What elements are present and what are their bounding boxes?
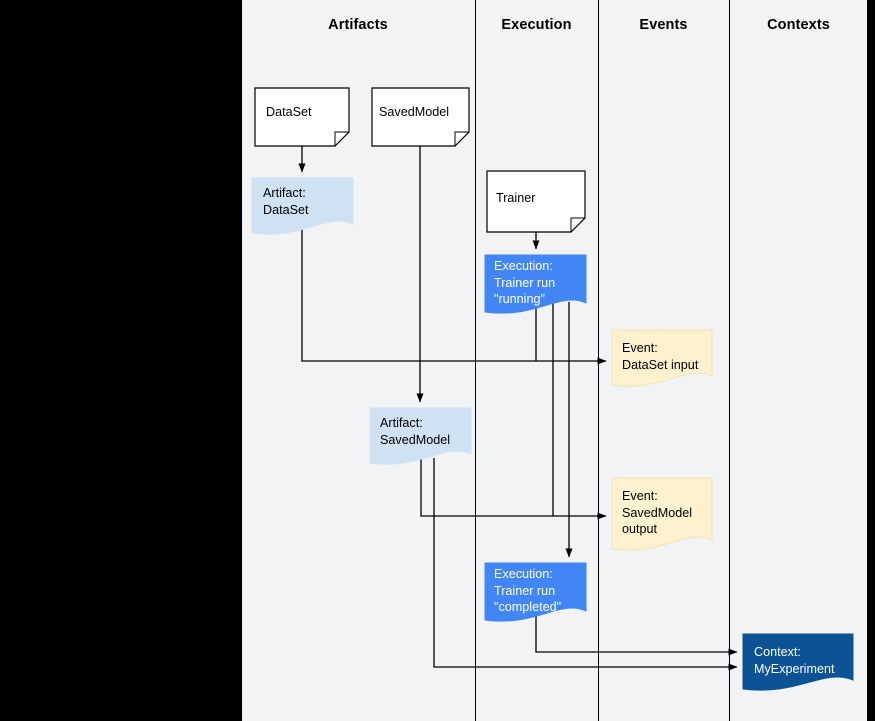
lane-header-contexts: Contexts <box>767 17 830 33</box>
lane-header-events: Events <box>639 17 688 33</box>
swimlane-canvas <box>241 0 868 721</box>
lane-header-execution: Execution <box>501 17 572 33</box>
lane-divider-execution <box>475 0 476 721</box>
lane-border-right <box>867 0 868 721</box>
lane-border-left <box>241 0 242 721</box>
lane-divider-contexts <box>729 0 730 721</box>
lane-header-artifacts: Artifacts <box>328 17 388 33</box>
lane-divider-events <box>598 0 599 721</box>
